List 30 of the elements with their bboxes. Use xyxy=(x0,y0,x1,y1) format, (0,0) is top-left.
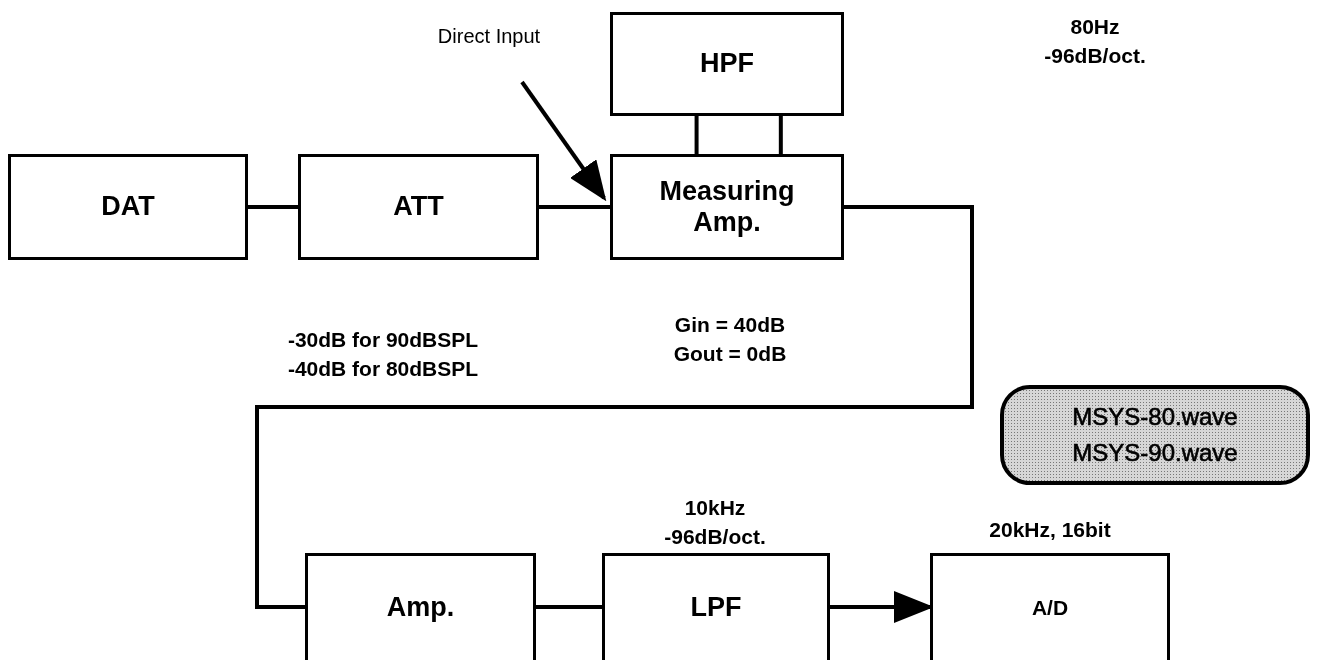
process-box xyxy=(602,553,830,660)
process-box xyxy=(610,154,844,260)
spec-note: 10kHz -96dB/oct. xyxy=(663,495,767,551)
process-box xyxy=(298,154,539,260)
box-label: DAT xyxy=(101,191,155,223)
arrow xyxy=(520,80,607,202)
box-label: A/D xyxy=(1031,595,1069,621)
spec-note: 20kHz, 16bit xyxy=(988,517,1112,543)
input-label: Direct Input xyxy=(437,24,541,48)
box-label: LPF xyxy=(690,592,742,624)
box-label: ATT xyxy=(393,191,444,223)
process-box xyxy=(930,553,1170,660)
file-name: MSYS-80.wave xyxy=(1072,402,1238,432)
box-label: Amp. xyxy=(386,592,455,624)
box-label: Measuring Amp. xyxy=(658,175,796,239)
connector-line xyxy=(694,116,699,154)
spec-note: -30dB for 90dBSPL -40dB for 80dBSPL xyxy=(286,327,480,383)
connector-line xyxy=(536,605,602,609)
spec-note: 80Hz -96dB/oct. xyxy=(1043,14,1147,70)
file-name: MSYS-90.wave xyxy=(1072,438,1238,468)
connector-line xyxy=(248,205,298,209)
process-box xyxy=(8,154,248,260)
spec-note: Gin = 40dB Gout = 0dB xyxy=(672,312,788,368)
process-box xyxy=(610,12,844,116)
connector-line xyxy=(539,205,610,209)
connector-line xyxy=(255,205,974,609)
box-label: HPF xyxy=(700,48,754,80)
file-box xyxy=(1000,385,1310,485)
process-box xyxy=(305,553,536,660)
connector-line xyxy=(778,116,783,154)
